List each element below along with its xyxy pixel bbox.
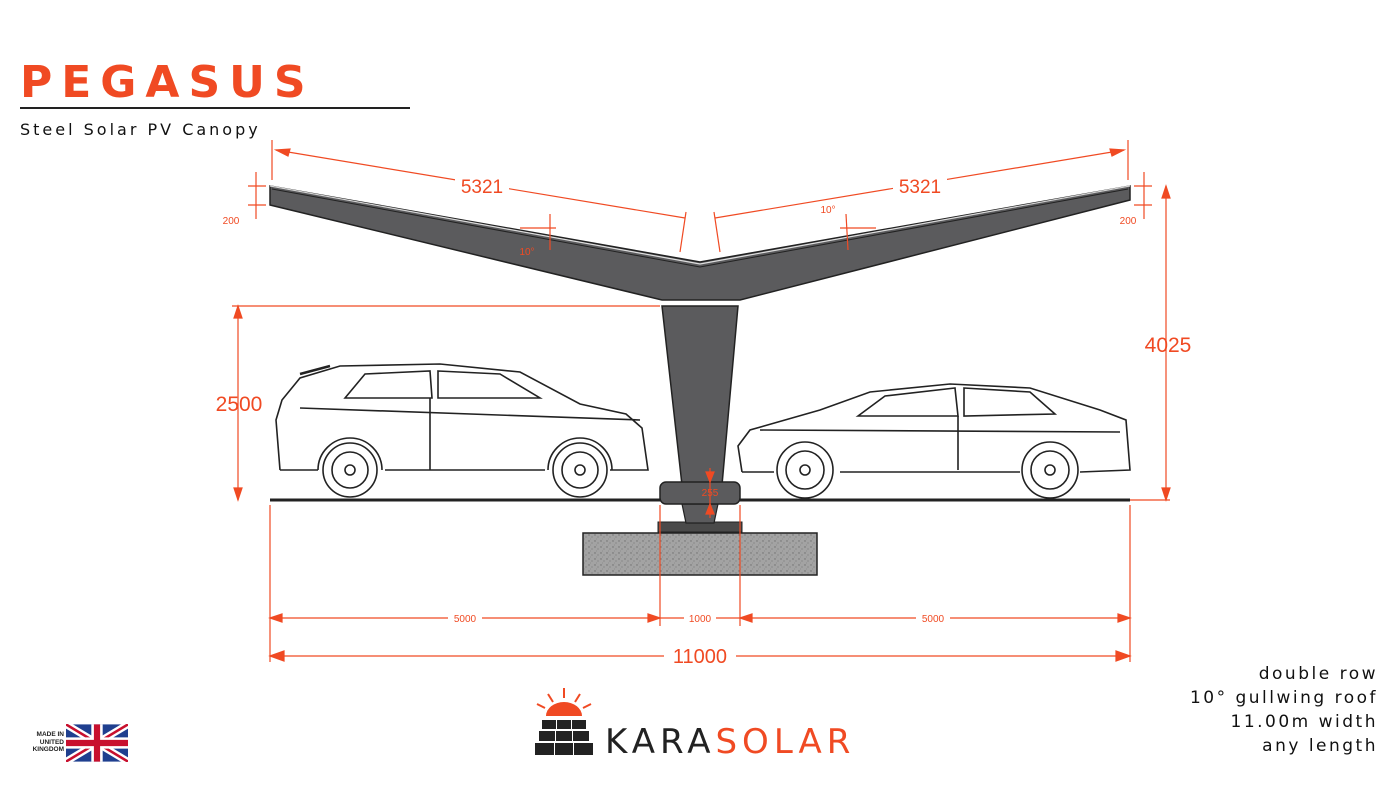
gullwing-roof: [269, 185, 1131, 301]
made-in-uk-label: MADE IN UNITED KINGDOM: [32, 731, 64, 753]
dim-roof-left-thickness: 200: [223, 216, 240, 227]
dim-total-width: 11000: [673, 646, 727, 668]
dim-column-width: 1000: [689, 614, 712, 625]
sedan-car-outline: [737, 383, 1131, 499]
karasolar-logo: KARASOLAR: [605, 722, 855, 762]
dim-clear-height: 2500: [216, 393, 263, 416]
base-plinth: [659, 481, 741, 505]
karasolar-logo-icon: [535, 688, 593, 755]
dim-roof-right-thickness: 200: [1120, 216, 1137, 227]
page-title: PEGASUS: [20, 57, 315, 108]
note-width: 11.00m width: [1230, 712, 1378, 732]
dim-left-bay: 5000: [454, 614, 477, 625]
dim-total-height: 4025: [1145, 334, 1192, 357]
suv-car-outline: [275, 363, 649, 498]
note-row-type: double row: [1258, 664, 1378, 684]
dim-roof-right-angle: 10°: [820, 205, 835, 216]
dim-roof-left-angle: 10°: [519, 247, 534, 258]
uk-flag-icon: [66, 724, 128, 762]
logo-text-solar: SOLAR: [715, 722, 856, 762]
steel-column: [661, 305, 739, 486]
dim-base-plate: 255: [702, 488, 719, 499]
note-length: any length: [1262, 736, 1378, 756]
dim-roof-right-length: 5321: [899, 177, 941, 198]
title-underline: [20, 107, 410, 109]
spec-notes: double row 10° gullwing roof 11.00m widt…: [1190, 662, 1378, 758]
dim-roof-left-length: 5321: [461, 177, 503, 198]
concrete-foundation: [582, 532, 818, 576]
dim-right-bay: 5000: [922, 614, 945, 625]
note-roof-type: 10° gullwing roof: [1189, 688, 1378, 708]
page-subtitle: Steel Solar PV Canopy: [20, 120, 261, 139]
logo-text-kara: KARA: [605, 722, 716, 762]
pv-panel-surface: [269, 185, 1131, 265]
